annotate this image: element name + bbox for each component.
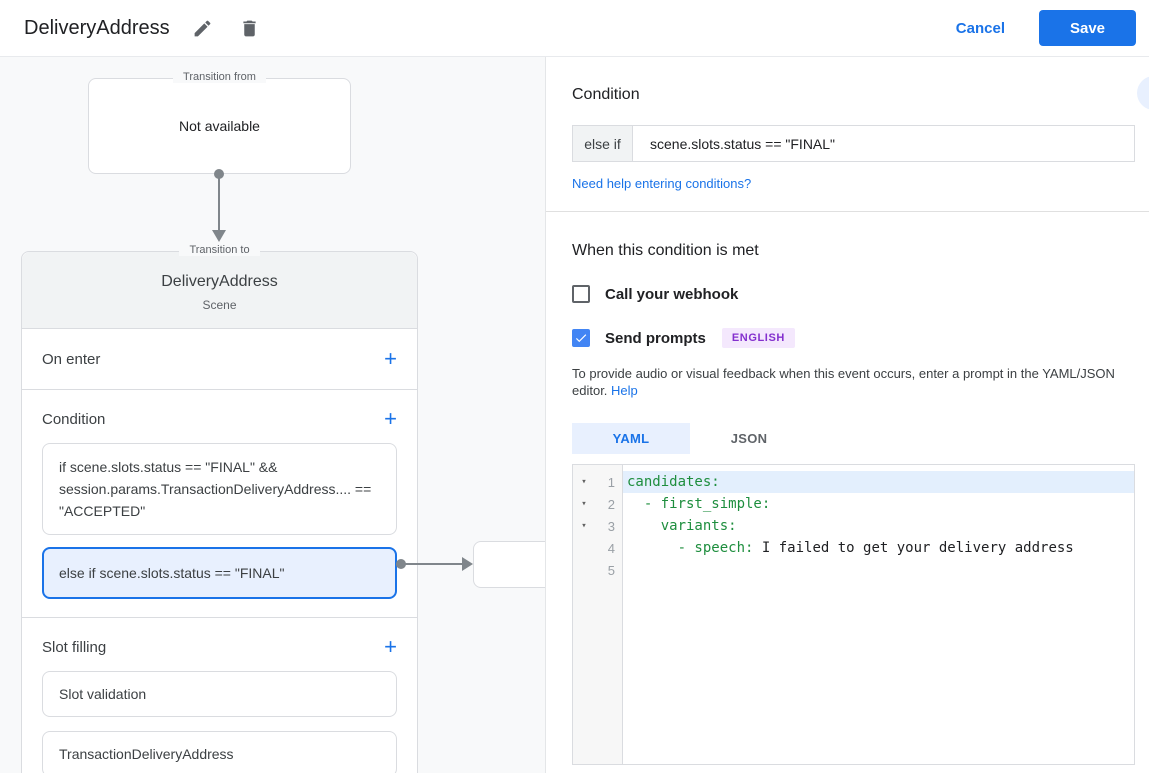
detail-panel: Condition else if scene.slots.status == …	[546, 57, 1149, 773]
slot-item[interactable]: TransactionDeliveryAddress	[42, 731, 397, 773]
tab-json[interactable]: JSON	[730, 431, 768, 446]
on-enter-label: On enter	[42, 350, 101, 368]
add-on-enter-button[interactable]: +	[384, 346, 397, 371]
transition-from-legend: Transition from	[89, 71, 350, 83]
chevron-right-icon	[1142, 81, 1149, 105]
trash-icon	[239, 18, 260, 39]
send-prompts-label: Send prompts	[605, 329, 706, 347]
editor-code-area[interactable]: candidates: - first_simple: variants: - …	[623, 465, 1134, 764]
condition-panel-title: Condition	[572, 86, 640, 103]
add-slot-button[interactable]: +	[384, 634, 397, 659]
transition-from-content: Not available	[179, 118, 260, 134]
editor-tabs: YAML JSON	[572, 423, 1135, 454]
down-arrow	[212, 169, 226, 242]
transition-target-node[interactable]	[473, 541, 545, 588]
add-condition-button[interactable]: +	[384, 406, 397, 431]
topbar: DeliveryAddress Cancel Save	[0, 0, 1149, 57]
on-enter-section[interactable]: On enter +	[22, 329, 417, 390]
collapse-panel-button[interactable]	[1137, 76, 1149, 110]
delete-button[interactable]	[235, 14, 264, 43]
transition-to-legend: Transition to	[22, 244, 417, 256]
condition-item-selected[interactable]: else if scene.slots.status == "FINAL"	[42, 547, 397, 599]
tab-yaml[interactable]: YAML	[572, 423, 690, 454]
condition-operator: else if	[572, 125, 633, 162]
code-line[interactable]: candidates:	[623, 471, 1134, 493]
webhook-checkbox[interactable]	[572, 285, 590, 303]
condition-label: Condition	[42, 410, 106, 428]
page-title: DeliveryAddress	[24, 16, 170, 39]
prompts-description: To provide audio or visual feedback when…	[572, 366, 1115, 398]
check-icon	[574, 331, 588, 345]
pencil-icon	[192, 18, 213, 39]
code-line[interactable]: - speech: I failed to get your delivery …	[627, 540, 1074, 556]
code-line[interactable]	[623, 559, 1134, 581]
save-button[interactable]: Save	[1039, 10, 1136, 46]
code-line[interactable]: variants:	[627, 518, 737, 534]
send-prompts-checkbox[interactable]	[572, 329, 590, 347]
cancel-button[interactable]: Cancel	[955, 19, 1005, 37]
transition-from-box: Transition from Not available	[88, 71, 351, 174]
webhook-row: Call your webhook	[572, 285, 1135, 303]
fold-arrow-icon[interactable]: ▾	[581, 521, 587, 531]
condition-list: if scene.slots.status == "FINAL" && sess…	[42, 443, 397, 599]
language-badge: ENGLISH	[721, 328, 795, 348]
fold-arrow-icon[interactable]: ▾	[581, 477, 587, 487]
line-number: 3	[607, 518, 615, 534]
fold-arrow-icon[interactable]: ▾	[581, 499, 587, 509]
scene-card: Transition to DeliveryAddress Scene On e…	[21, 244, 418, 773]
conditions-help-link[interactable]: Need help entering conditions?	[572, 176, 752, 191]
section-divider	[546, 211, 1149, 212]
condition-item[interactable]: if scene.slots.status == "FINAL" && sess…	[42, 443, 397, 535]
condition-editor-section: Condition else if scene.slots.status == …	[546, 57, 1149, 212]
yaml-editor: ▾ 1 ▾ 2 ▾ 3 4 5 candidates: - first_simple: var…	[572, 464, 1135, 765]
edit-button[interactable]	[188, 14, 217, 43]
send-prompts-row: Send prompts ENGLISH	[572, 328, 1135, 348]
scene-type-label: Scene	[202, 298, 237, 312]
editor-gutter: ▾ 1 ▾ 2 ▾ 3 4 5	[573, 465, 623, 764]
line-number: 4	[607, 540, 615, 556]
when-met-title: When this condition is met	[572, 242, 759, 259]
condition-input-group: else if scene.slots.status == "FINAL"	[572, 125, 1135, 162]
scene-name: DeliveryAddress	[161, 273, 278, 290]
line-number: 1	[607, 474, 615, 490]
webhook-label: Call your webhook	[605, 285, 739, 303]
when-met-section: When this condition is met Call your web…	[546, 212, 1149, 765]
code-line[interactable]: - first_simple:	[627, 496, 771, 512]
line-number: 5	[607, 562, 615, 578]
condition-expression-input[interactable]: scene.slots.status == "FINAL"	[633, 125, 1135, 162]
slot-filling-label: Slot filling	[42, 638, 107, 656]
scene-card-header: DeliveryAddress Scene	[22, 252, 417, 329]
flow-canvas: Transition from Not available Transition…	[0, 57, 546, 773]
line-number: 2	[607, 496, 615, 512]
condition-section: Condition + if scene.slots.status == "FI…	[22, 390, 417, 618]
prompts-help-link[interactable]: Help	[611, 383, 638, 398]
slot-item[interactable]: Slot validation	[42, 671, 397, 717]
